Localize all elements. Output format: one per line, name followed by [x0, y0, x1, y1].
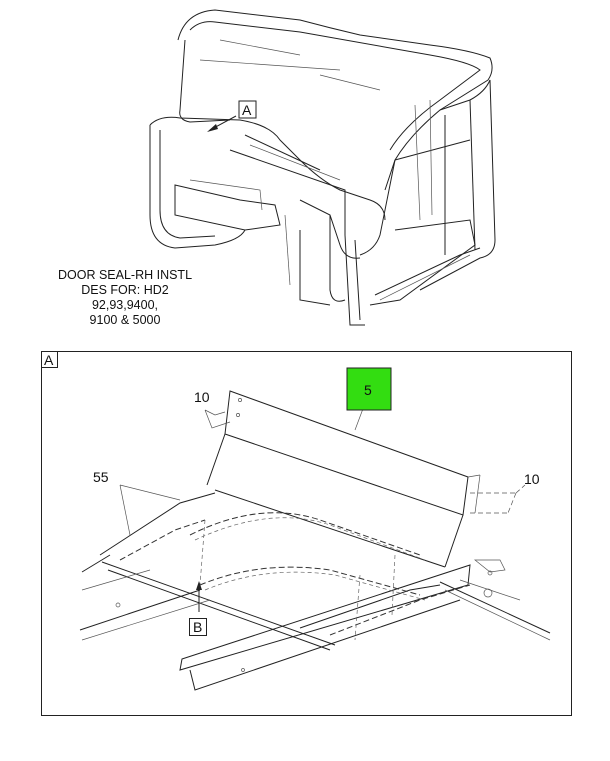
view-b-callout-box	[189, 618, 207, 636]
callout-part-10-right[interactable]: 10	[524, 471, 540, 487]
detail-view-label-box	[41, 351, 58, 368]
callout-part-5[interactable]: 5	[364, 382, 372, 398]
detail-view-label: A	[44, 352, 54, 368]
caption-line: DES FOR: HD2	[81, 283, 169, 297]
diagram-caption: DOOR SEAL-RH INSTL DES FOR: HD2 92,93,94…	[50, 268, 200, 328]
cab-overview-drawing	[149, 9, 496, 326]
part-5-highlight-box[interactable]	[346, 367, 392, 411]
detail-view-frame	[41, 351, 572, 716]
callout-part-55[interactable]: 55	[93, 469, 109, 485]
callout-part-10-left[interactable]: 10	[194, 389, 210, 405]
caption-line: 9100 & 5000	[89, 313, 161, 327]
detail-drawing	[79, 390, 551, 691]
view-a-callout-box	[238, 100, 257, 119]
callout-view-b: B	[193, 619, 202, 635]
caption-line: 92,93,9400,	[91, 298, 159, 312]
caption-line: DOOR SEAL-RH INSTL	[57, 268, 193, 282]
view-a-callout: A	[242, 102, 252, 118]
